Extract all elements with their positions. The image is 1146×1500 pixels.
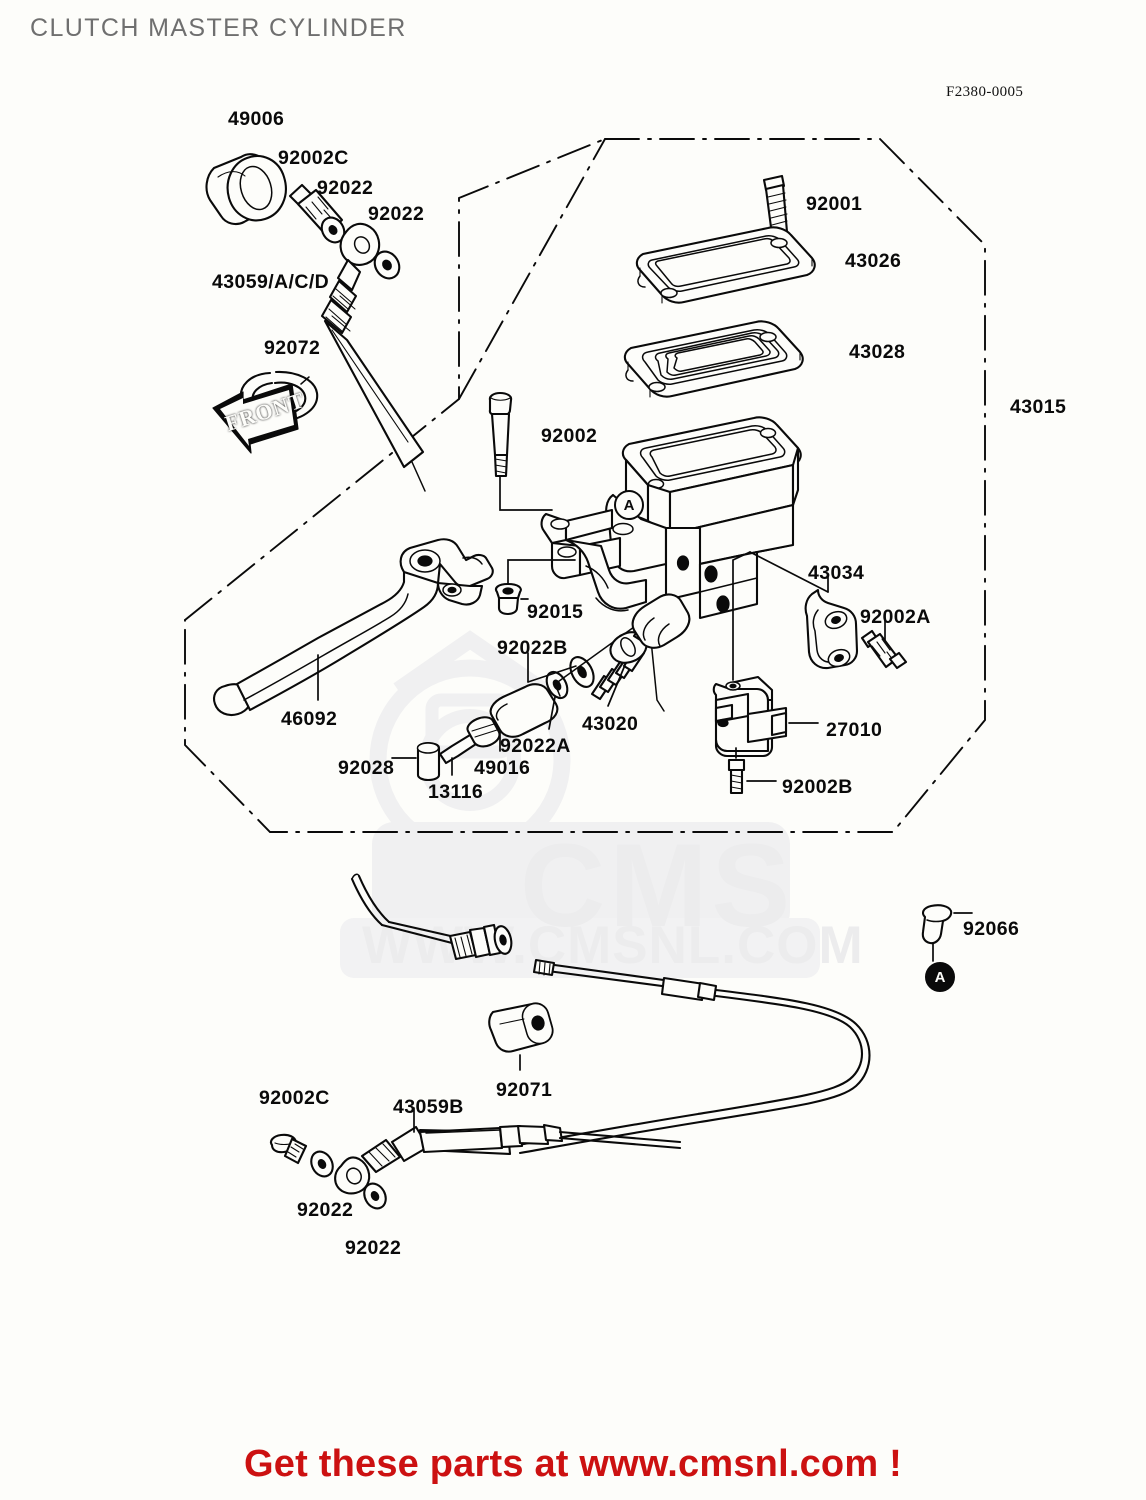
label-92022a: 92022A: [500, 735, 571, 757]
label-92002a: 92002A: [860, 606, 931, 628]
part-92002B-screw: [727, 747, 777, 795]
part-lower-banjo-assembly: [269, 1107, 682, 1210]
part-92001-screw: [762, 174, 789, 252]
label-43028: 43028: [849, 341, 906, 363]
part-92022-washer-a: [320, 216, 346, 244]
label-46092: 46092: [281, 708, 338, 730]
label-13116: 13116: [428, 781, 484, 803]
label-49006: 49006: [228, 108, 285, 130]
label-92002b: 92002B: [782, 776, 853, 798]
part-92002-bolt: [488, 391, 553, 511]
watermark-url: WWW.CMSNL.COM: [362, 916, 864, 975]
footer-banner: Get these parts at www.cmsnl.com !: [244, 1443, 902, 1485]
part-43059ACD-hose: [320, 222, 426, 492]
label-43015: 43015: [1010, 396, 1067, 418]
label-92022-d: 92022: [345, 1237, 402, 1259]
reference-marker-a-plug: A: [925, 962, 955, 992]
part-92022-washer-b: [373, 250, 401, 280]
label-49016: 49016: [474, 757, 531, 779]
part-43026-reservoir-cap: [635, 226, 816, 304]
label-92022-c: 92022: [297, 1199, 354, 1221]
label-92022-b: 92022: [368, 203, 425, 225]
assembly-inner-divider: [458, 138, 606, 400]
front-marker-label: FRONT: [221, 386, 308, 437]
label-92022b: 92022B: [497, 637, 568, 659]
part-27010-switch: [712, 551, 819, 758]
label-92015: 92015: [527, 601, 584, 623]
label-92002c-top: 92002C: [278, 147, 349, 169]
label-43059b: 43059B: [393, 1096, 464, 1118]
label-92066: 92066: [963, 918, 1020, 940]
label-92071: 92071: [496, 1079, 553, 1101]
label-43059acd: 43059/A/C/D: [212, 271, 330, 293]
part-92071-cover: [488, 1002, 554, 1071]
part-92022-washer-c: [310, 1150, 334, 1178]
reference-code: F2380-0005: [946, 84, 1024, 100]
page-title: CLUTCH MASTER CYLINDER: [30, 14, 407, 42]
piston-assembly: [632, 602, 672, 643]
label-92022-a: 92022: [317, 177, 374, 199]
part-92028-spacer: [391, 741, 441, 782]
label-43026: 43026: [845, 250, 902, 272]
part-92022A-washer: [545, 670, 569, 730]
piston-spring: [590, 646, 646, 701]
reference-marker-a-cylinder: A: [614, 490, 644, 520]
label-43020: 43020: [582, 713, 639, 735]
watermark-cms: CMS: [520, 820, 795, 952]
label-92001: 92001: [806, 193, 863, 215]
label-92028: 92028: [338, 757, 395, 779]
label-92002c-bot: 92002C: [259, 1087, 330, 1109]
part-46092-lever: [212, 538, 494, 717]
label-92072: 92072: [264, 337, 321, 359]
part-49006-boot: [205, 153, 287, 226]
part-43028-diaphragm: [623, 320, 804, 398]
label-27010: 27010: [826, 719, 883, 741]
label-92002: 92002: [541, 425, 598, 447]
label-43034: 43034: [808, 562, 865, 584]
part-92022-washer-d: [363, 1182, 387, 1210]
